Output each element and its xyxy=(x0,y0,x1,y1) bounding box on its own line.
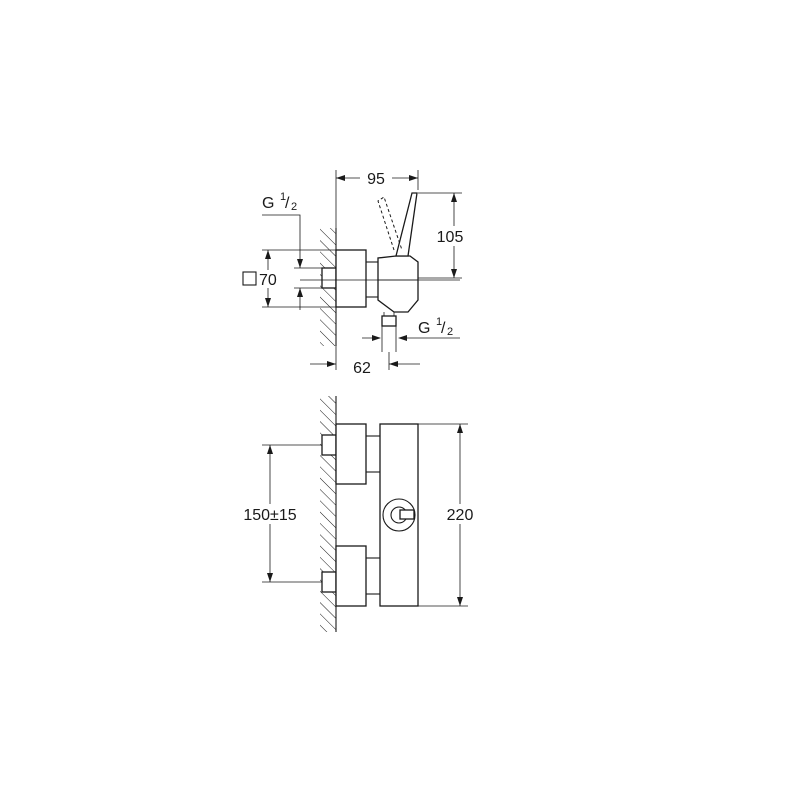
outlet-circle-outer xyxy=(382,498,416,532)
mixer-body-top xyxy=(377,255,419,313)
dim-150-label: 150±15 xyxy=(243,507,296,524)
dim-105-label: 105 xyxy=(437,229,464,246)
dim-70-label: 70 xyxy=(259,272,277,289)
thread-top-slash: / xyxy=(285,195,290,212)
thread-outlet-den: 2 xyxy=(447,326,453,338)
side-view: 95 105 G 1 / 2 70 G xyxy=(242,168,470,377)
dim-220-label: 220 xyxy=(447,507,474,524)
front-view: 150±15 220 xyxy=(236,396,480,632)
thread-outlet-num: 1 xyxy=(436,316,442,328)
flange-lower xyxy=(335,545,367,607)
dim-62-label: 62 xyxy=(353,360,371,377)
thread-outlet-slash: / xyxy=(441,320,446,337)
thread-outlet-g: G xyxy=(418,320,430,337)
thread-top-g: G xyxy=(262,195,274,212)
nut-lower xyxy=(321,571,337,593)
flange-upper xyxy=(335,423,367,485)
wall-hatch-bottom xyxy=(320,396,336,632)
lever-dashed xyxy=(377,196,403,251)
nut-upper xyxy=(321,434,337,456)
thread-top-num: 1 xyxy=(280,191,286,203)
thread-top-den: 2 xyxy=(291,201,297,213)
dim-95-label: 95 xyxy=(367,171,385,188)
connection-nut-top xyxy=(321,267,337,289)
outlet-nozzle xyxy=(381,315,397,327)
square-symbol-icon xyxy=(242,271,257,286)
lever-solid xyxy=(395,192,418,257)
flange-body-top xyxy=(335,249,367,308)
